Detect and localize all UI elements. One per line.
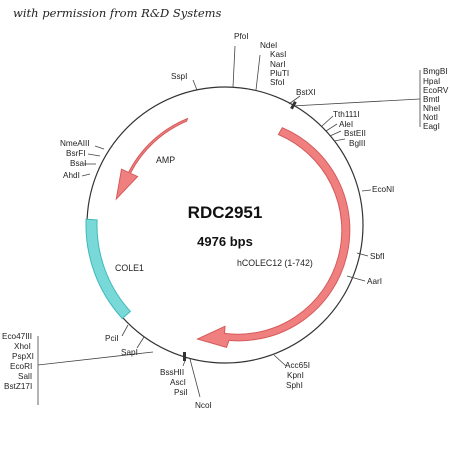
site-label-bsai: BsaI bbox=[70, 159, 86, 168]
site-label-kpni: KpnI bbox=[287, 371, 304, 380]
site-label-hpai: HpaI bbox=[423, 77, 440, 86]
site-label-bglii: BglII bbox=[349, 139, 365, 148]
site-label-alei: AleI bbox=[339, 120, 353, 129]
site-label-bsshii: BssHII bbox=[160, 368, 184, 377]
site-label-psii: PsiI bbox=[174, 388, 188, 397]
site-label-econi: EcoNI bbox=[372, 185, 394, 194]
site-label-ecori: EcoRI bbox=[10, 362, 32, 371]
site-label-ndei: NdeI bbox=[260, 41, 277, 50]
site-label-eagi: EagI bbox=[423, 122, 440, 131]
site-label-nari: NarI bbox=[270, 60, 285, 69]
site-label-sbfi: SbfI bbox=[370, 252, 385, 261]
site-label-sphi: SphI bbox=[286, 381, 303, 390]
site-label-sali: SalI bbox=[18, 372, 32, 381]
site-label-aari: AarI bbox=[367, 277, 382, 286]
site-label-nhei: NheI bbox=[423, 104, 440, 113]
site-label-ahdi: AhdI bbox=[63, 171, 80, 180]
site-label-pfoi: PfoI bbox=[234, 32, 249, 41]
site-leader-lines bbox=[37, 45, 421, 405]
amp-arrow bbox=[115, 117, 189, 201]
site-label-eco47iii: Eco47III bbox=[2, 332, 32, 341]
insert-label: hCOLEC12 (1-742) bbox=[237, 258, 313, 268]
site-label-sfoi: SfoI bbox=[270, 78, 285, 87]
cole1-label: COLE1 bbox=[115, 263, 144, 273]
site-label-bmgbi: BmgBI bbox=[423, 67, 448, 76]
plasmid-backbone bbox=[86, 86, 364, 364]
plasmid-size: 4976 bps bbox=[197, 234, 253, 249]
site-label-nmeaiii: NmeAIII bbox=[60, 139, 90, 148]
site-label-pcii: PciI bbox=[105, 334, 119, 343]
site-label-sapi: SapI bbox=[121, 348, 138, 357]
amp-label: AMP bbox=[156, 155, 175, 165]
site-label-ncoi: NcoI bbox=[195, 401, 212, 410]
site-label-bmti: BmtI bbox=[423, 95, 440, 104]
permission-note: with permission from R&D Systems bbox=[13, 6, 222, 20]
site-label-noti: NotI bbox=[423, 113, 438, 122]
site-label-acc65i: Acc65I bbox=[285, 361, 310, 370]
site-label-pspxi: PspXI bbox=[12, 352, 34, 361]
site-label-tth111i: Tth111I bbox=[333, 110, 360, 119]
site-label-bsrfi: BsrFI bbox=[66, 149, 86, 158]
site-label-pluti: PluTI bbox=[270, 69, 289, 78]
site-label-asci: AscI bbox=[170, 378, 186, 387]
site-label-bstxi: BstXI bbox=[296, 88, 316, 97]
site-label-kasi: KasI bbox=[270, 50, 286, 59]
site-label-sspi: SspI bbox=[171, 72, 187, 81]
site-label-ecorv: EcoRV bbox=[423, 86, 449, 95]
site-label-bstz17i: BstZ17I bbox=[4, 382, 32, 391]
site-label-bsteii: BstEII bbox=[344, 129, 366, 138]
plasmid-name: RDC2951 bbox=[188, 203, 263, 222]
cole1-feature bbox=[85, 218, 132, 320]
site-label-xhoi: XhoI bbox=[14, 342, 31, 351]
insert-arrow bbox=[196, 127, 351, 349]
